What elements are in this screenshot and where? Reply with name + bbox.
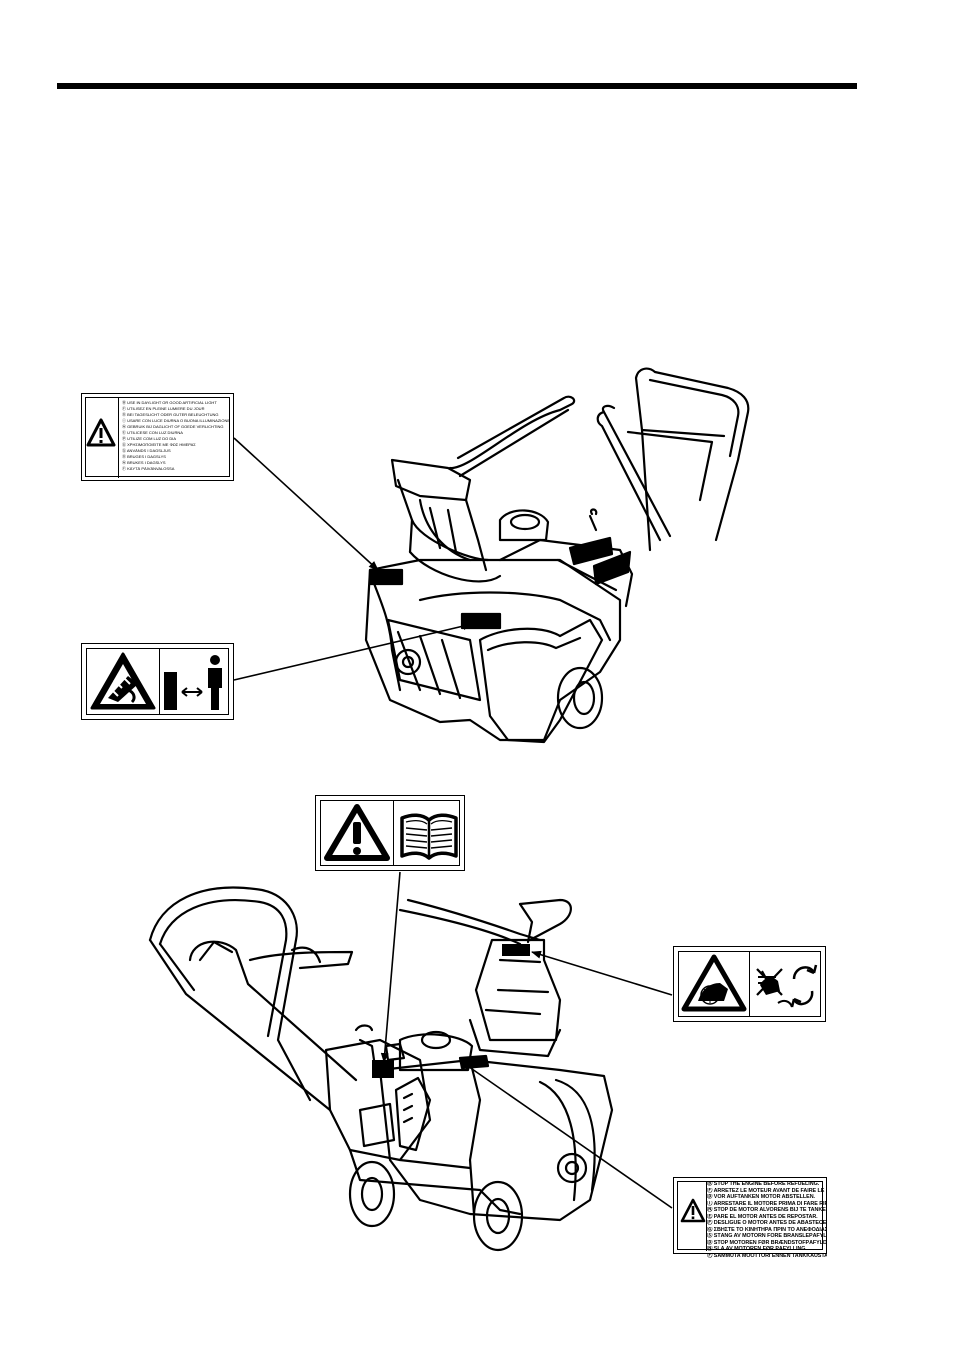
warning-line: Ⓘ USARE CON LUCE DIURNA O BUONA ILLUMINA… bbox=[122, 418, 231, 423]
rotating-auger-label bbox=[673, 946, 826, 1022]
refuel-line: Ⓕ ARRETEZ LE MOTEUR AVANT DE FAIRE LE PL… bbox=[707, 1187, 827, 1194]
warning-line: Ⓓ BRUGES I DAGSLYS bbox=[122, 454, 166, 459]
warning-line: Ⓟ UTILIZE COM LUZ DO DIA bbox=[122, 436, 177, 441]
refuel-line: Ⓘ ARRESTARE IL MOTORE PRIMA DI FARE RIFO… bbox=[707, 1200, 827, 1207]
warning-line: Ⓝ GEBRUIK BIJ DAGLICHT OF GOEDE VERLICHT… bbox=[122, 424, 224, 429]
refuel-line: Ⓝ SLÅ AV MOTOREN FØR PÅFYLLING. bbox=[707, 1246, 807, 1253]
warning-line: Ⓝ BRUKES I DAGSLYS bbox=[122, 460, 166, 465]
warning-line: Ⓢ ANVÄNDS I DAGSLJUS bbox=[122, 448, 171, 453]
warning-line: Ⓔ UTILICESE CON LUZ DIURNA bbox=[122, 430, 183, 435]
warning-line: Ⓖ ΧΡΗΣΙΜΟΠΟΙΕΙΤΕ ΜΕ ΦΩΣ ΗΜΕΡΑΣ bbox=[122, 442, 196, 447]
warning-triangle-icon bbox=[680, 1198, 706, 1223]
refuel-line: Ⓝ STOP DE MOTOR ALVORENS BIJ TE TANKEN. bbox=[707, 1207, 827, 1214]
refuel-line: Ⓟ DESLIGUE O MOTOR ANTES DE ABASTECER. bbox=[707, 1220, 827, 1227]
multilingual-warning-label: Ⓑ USE IN DAYLIGHT OR GOOD ARTIFICIAL LIG… bbox=[81, 393, 234, 481]
rotating-auger-icon bbox=[756, 964, 818, 1008]
warning-line: Ⓕ UTILISEZ EN PLEINE LUMIERE DU JOUR bbox=[122, 406, 205, 411]
auger-distance-label bbox=[81, 643, 234, 720]
read-manual-label bbox=[315, 795, 465, 871]
keep-distance-icon bbox=[164, 655, 222, 710]
refuel-warning-text: Ⓑ STOP THE ENGINE BEFORE REFUELING. Ⓕ AR… bbox=[707, 1181, 827, 1253]
snowblower-front-view bbox=[364, 367, 750, 744]
auger-hazard-icon bbox=[681, 954, 747, 1012]
header-rule bbox=[57, 83, 857, 89]
refuel-line: Ⓑ STOP THE ENGINE BEFORE REFUELING. bbox=[707, 1181, 820, 1187]
multilingual-warning-text: Ⓑ USE IN DAYLIGHT OR GOOD ARTIFICIAL LIG… bbox=[118, 398, 231, 478]
read-manual-icon bbox=[400, 813, 458, 860]
warning-triangle-icon bbox=[324, 804, 390, 861]
refuel-line: Ⓓ VOR AUFTANKEN MOTOR ABSTELLEN. bbox=[707, 1194, 816, 1201]
snowblower-rear-view bbox=[148, 886, 614, 1252]
warning-triangle-icon bbox=[86, 418, 116, 447]
refuel-line: Ⓖ ΣΒΗΣΤΕ ΤΟ ΚΙΝΗΤΗΡΑ ΠΡΙΝ ΤΟ ΑΝΕΦΟΔΙΑΣΜΑ… bbox=[707, 1226, 827, 1233]
refuel-line: Ⓓ STOP MOTOREN FØR BRÆNDSTOFPÅFYLDNING. bbox=[707, 1239, 827, 1246]
refuel-line: Ⓔ PARE EL MOTOR ANTES DE REPOSTAR. bbox=[707, 1213, 818, 1220]
warning-line: Ⓓ BEI TAGESLICHT ODER GUTER BELEUCHTUNG bbox=[122, 412, 219, 417]
refuel-warning-label bbox=[673, 1177, 827, 1254]
refuel-line: Ⓢ STÄNG AV MOTORN FÖRE BRÄNSLEPÅFYLLNING… bbox=[707, 1233, 827, 1240]
warning-line: Ⓑ USE IN DAYLIGHT OR GOOD ARTIFICIAL LIG… bbox=[122, 400, 217, 405]
refuel-line: Ⓕ SAMMUTA MOOTTORI ENNEN TANKKAUSTA. bbox=[707, 1253, 827, 1259]
warning-line: Ⓕ KÄYTÄ PÄIVÄNVALOSSA bbox=[122, 466, 175, 471]
auger-hazard-icon bbox=[90, 652, 156, 710]
pointer-lines bbox=[233, 437, 673, 1209]
refuel-warning-text-last: Ⓕ SAMMUTA MOOTTORI ENNEN TANKKAUSTA. bbox=[707, 1253, 827, 1260]
